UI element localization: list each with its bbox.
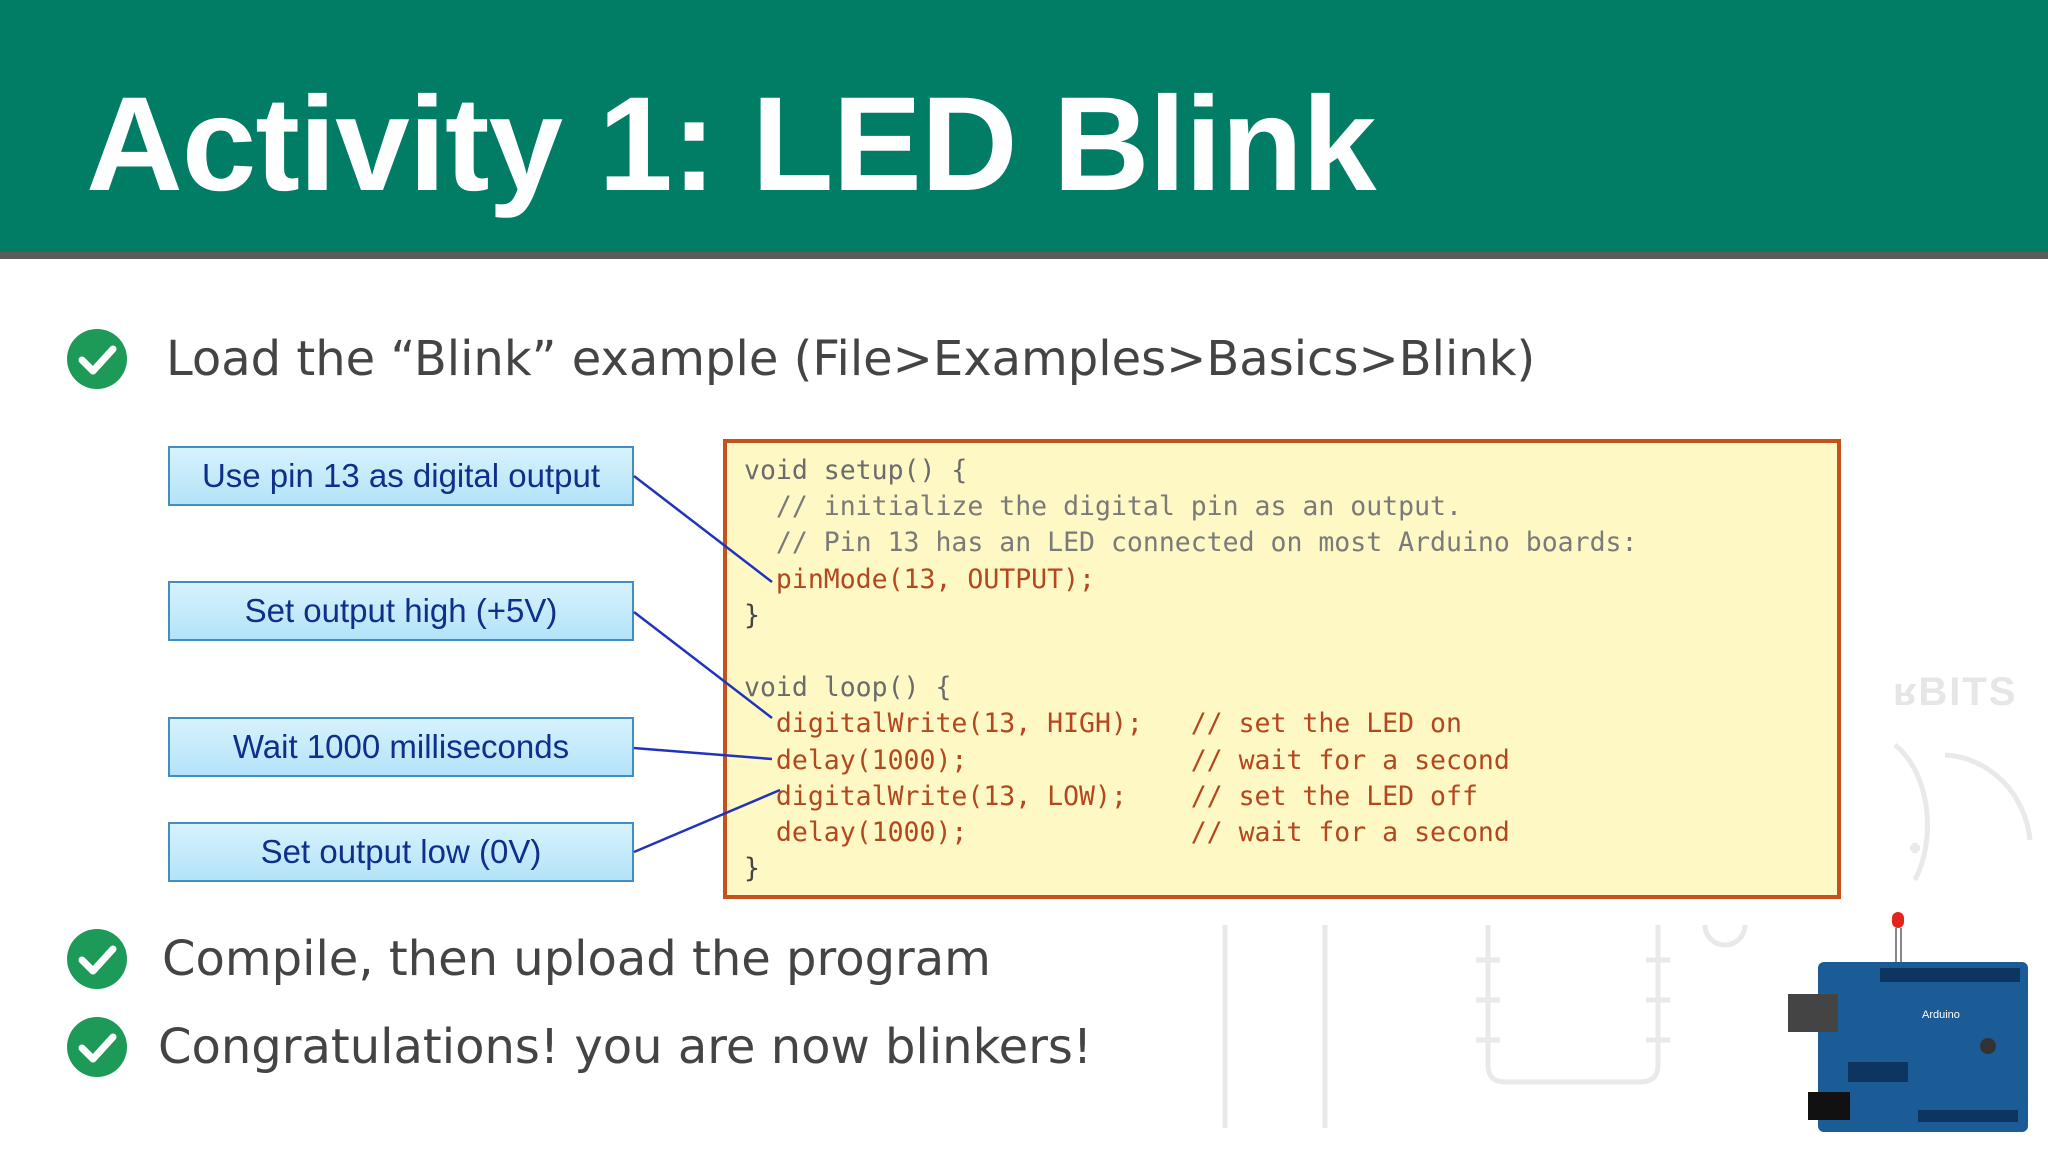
code-line: pinMode(13, OUTPUT); — [744, 563, 1095, 595]
bullet-load-example: Load the “Blink” example (File>Examples>… — [66, 328, 1535, 390]
callout-output-low: Set output low (0V) — [168, 822, 634, 882]
slide-title: Activity 1: LED Blink — [86, 70, 1376, 219]
led-icon — [1892, 912, 1904, 928]
code-line: delay(1000); // wait for a second — [744, 817, 1510, 849]
bullet-text: Congratulations! you are now blinkers! — [158, 1019, 1093, 1075]
code-line: // initialize the digital pin as an outp… — [744, 491, 1462, 523]
check-circle-icon — [67, 1017, 127, 1077]
title-bar — [0, 0, 2048, 252]
code-line: digitalWrite(13, HIGH); // set the LED o… — [744, 708, 1462, 740]
code-line: void setup() { — [744, 455, 968, 486]
title-bar-rule — [0, 252, 2048, 259]
bullet-compile-upload: Compile, then upload the program — [66, 928, 991, 990]
code-line: } — [744, 853, 760, 885]
code-line: } — [744, 599, 760, 631]
bullet-text: Compile, then upload the program — [162, 931, 991, 987]
code-line: void loop() { — [744, 672, 952, 704]
arduino-board-illustration: Arduino — [1788, 912, 2028, 1132]
callout-wait: Wait 1000 milliseconds — [168, 717, 634, 777]
connector-line — [633, 611, 773, 719]
bullet-text: Load the “Blink” example (File>Examples>… — [166, 331, 1536, 387]
callout-output-high: Set output high (+5V) — [168, 581, 634, 641]
connector-line — [633, 746, 773, 761]
bullet-congratulations: Congratulations! you are now blinkers! — [66, 1016, 1092, 1078]
check-circle-icon — [67, 929, 127, 989]
code-listing: void setup() { // initialize the digital… — [723, 439, 1841, 899]
watermark-logo: ʁBITS — [1893, 670, 2018, 714]
code-line: digitalWrite(13, LOW); // set the LED of… — [744, 780, 1478, 812]
code-text: void setup() { // initialize the digital… — [744, 453, 1637, 887]
connector-line — [633, 788, 781, 854]
board-label: Arduino — [1922, 1009, 1960, 1021]
code-line: delay(1000); // wait for a second — [744, 744, 1510, 776]
connector-line — [633, 475, 773, 583]
callout-pin-output: Use pin 13 as digital output — [168, 446, 634, 506]
code-line: // Pin 13 has an LED connected on most A… — [744, 527, 1638, 559]
check-circle-icon — [67, 329, 127, 389]
